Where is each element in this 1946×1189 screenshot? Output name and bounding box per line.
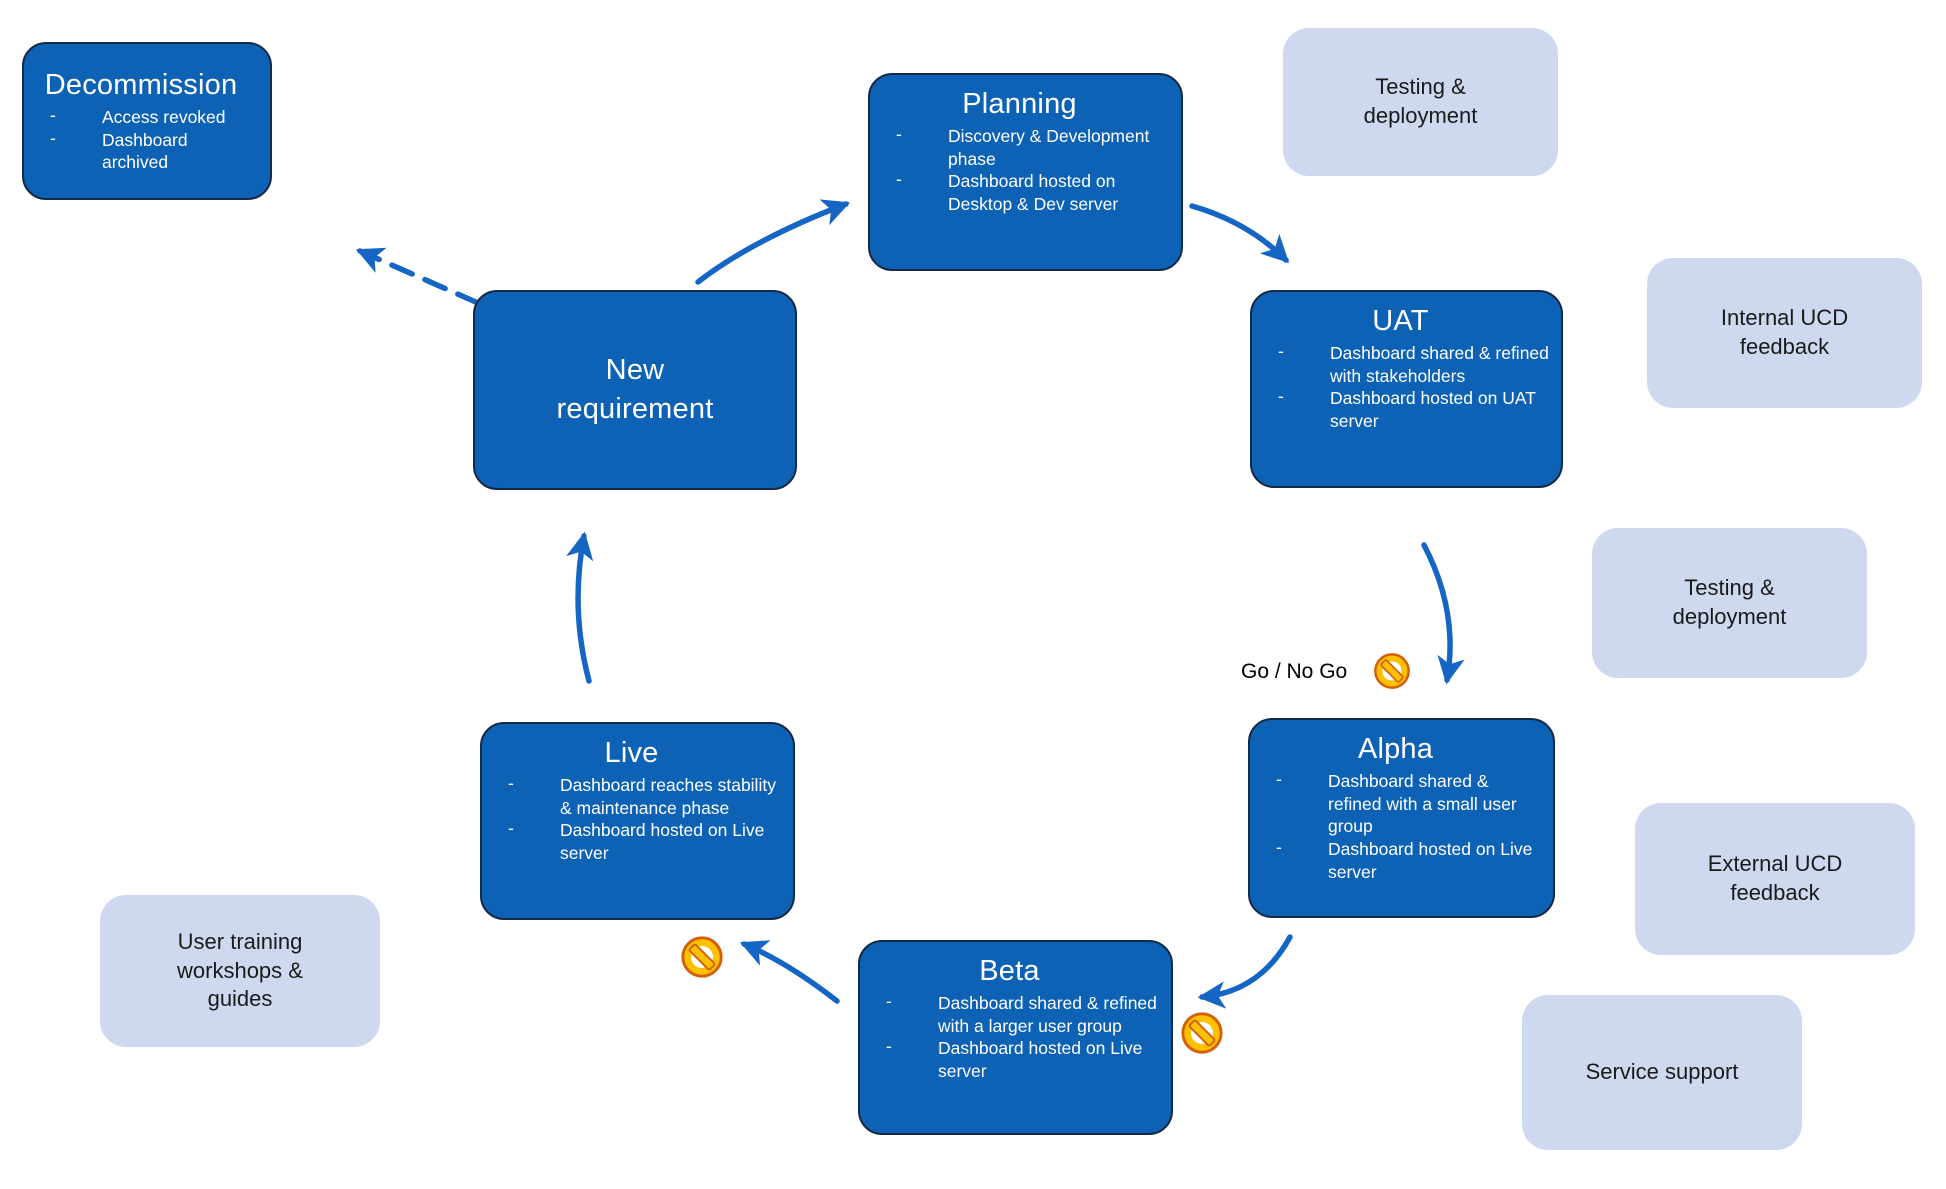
bullet-item: - Dashboard hosted on Live server xyxy=(860,1036,1159,1083)
node-title: UAT xyxy=(1372,305,1429,337)
bullet-dash: - xyxy=(1276,837,1282,858)
bullet-text: Dashboard hosted on UAT server xyxy=(1330,388,1536,432)
no-entry-icon xyxy=(679,934,725,980)
bullet-item: - Dashboard shared & refined with a smal… xyxy=(1250,768,1541,838)
bullet-text: Dashboard archived xyxy=(102,129,188,173)
bullet-text: Dashboard hosted on Live server xyxy=(560,820,765,864)
no-entry-icon xyxy=(1179,1010,1225,1056)
note-label: Testing & deployment xyxy=(1363,74,1478,128)
bullet-text: Dashboard shared & refined with stakehol… xyxy=(1330,342,1549,386)
node-bullets: - Discovery & Development phase - Dashbo… xyxy=(870,123,1169,216)
bullet-item: - Dashboard hosted on Live server xyxy=(482,818,781,865)
bullet-text: Dashboard shared & refined with a small … xyxy=(1328,770,1517,837)
bullet-dash: - xyxy=(886,990,892,1011)
note-label: Testing & deployment xyxy=(1672,575,1787,629)
bullet-item: - Discovery & Development phase xyxy=(870,123,1169,171)
node-title: Beta xyxy=(979,955,1040,987)
bullet-dash: - xyxy=(1278,340,1284,361)
node-title: New requirement xyxy=(556,353,714,425)
bullet-item: - Dashboard hosted on Live server xyxy=(1250,837,1541,884)
node-beta: Beta - Dashboard shared & refined with a… xyxy=(858,940,1173,1135)
node-title: Live xyxy=(604,737,659,769)
bullet-text: Dashboard hosted on Desktop & Dev server xyxy=(948,171,1119,215)
no-entry-icon xyxy=(1372,651,1412,691)
bullet-text: Dashboard shared & refined with a larger… xyxy=(938,992,1157,1036)
note-testing-deployment-top: Testing & deployment xyxy=(1283,28,1558,176)
bullet-text: Access revoked xyxy=(102,106,226,127)
arrow-live-to-new-requirement xyxy=(566,531,594,684)
node-planning: Planning - Discovery & Development phase… xyxy=(868,73,1183,271)
node-bullets: - Dashboard shared & refined with a smal… xyxy=(1250,768,1541,884)
bullet-dash: - xyxy=(886,1036,892,1057)
arrow-new-requirement-to-planning xyxy=(695,199,851,285)
node-title: Alpha xyxy=(1357,733,1434,765)
node-bullets: - Access revoked - Dashboard archived xyxy=(24,104,258,175)
bullet-dash: - xyxy=(508,772,514,793)
note-external-ucd-feedback: External UCD feedback xyxy=(1635,803,1915,955)
bullet-dash: - xyxy=(50,104,56,125)
go-no-go-label: Go / No Go xyxy=(1241,660,1348,683)
bullet-item: - Dashboard archived xyxy=(24,127,258,175)
node-title: Planning xyxy=(962,88,1077,120)
arrow-alpha-to-beta xyxy=(1197,934,1293,1009)
node-bullets: - Dashboard reaches stability & maintena… xyxy=(482,772,781,865)
node-alpha: Alpha - Dashboard shared & refined with … xyxy=(1248,718,1555,918)
bullet-text: Dashboard hosted on Live server xyxy=(1328,839,1533,882)
node-new-requirement: New requirement xyxy=(473,290,797,490)
arrow-new-requirement-to-decommission xyxy=(355,247,481,306)
note-internal-ucd-feedback: Internal UCD feedback xyxy=(1647,258,1922,408)
node-bullets: - Dashboard shared & refined with stakeh… xyxy=(1252,340,1549,433)
node-uat: UAT - Dashboard shared & refined with st… xyxy=(1250,290,1563,488)
note-label: External UCD feedback xyxy=(1707,851,1843,905)
bullet-dash: - xyxy=(50,127,56,148)
note-user-training: User training workshops & guides xyxy=(100,895,380,1047)
note-label: User training workshops & guides xyxy=(177,929,303,1012)
bullet-text: Dashboard hosted on Live server xyxy=(938,1038,1143,1082)
note-label: Internal UCD feedback xyxy=(1720,305,1849,359)
note-service-support: Service support xyxy=(1522,995,1802,1150)
node-decommission: Decommission - Access revoked - Dashboar… xyxy=(22,42,272,200)
bullet-dash: - xyxy=(1276,768,1282,789)
bullet-text: Dashboard reaches stability & maintenanc… xyxy=(560,774,776,818)
bullet-item: - Dashboard shared & refined with stakeh… xyxy=(1252,340,1549,388)
bullet-dash: - xyxy=(896,123,902,144)
arrow-beta-to-live xyxy=(739,940,840,1004)
node-live: Live - Dashboard reaches stability & mai… xyxy=(480,722,795,920)
bullet-dash: - xyxy=(896,169,902,190)
note-testing-deployment-mid: Testing & deployment xyxy=(1592,528,1867,678)
bullet-text: Discovery & Development phase xyxy=(948,125,1150,169)
bullet-item: - Dashboard hosted on UAT server xyxy=(1252,386,1549,433)
note-label: Service support xyxy=(1585,1059,1739,1085)
bullet-item: - Access revoked xyxy=(24,104,258,129)
bullet-item: - Dashboard hosted on Desktop & Dev serv… xyxy=(870,169,1169,216)
node-bullets: - Dashboard shared & refined with a larg… xyxy=(860,990,1159,1083)
bullet-dash: - xyxy=(1278,386,1284,407)
node-title: Decommission xyxy=(44,69,238,101)
arrow-uat-to-alpha xyxy=(1421,542,1465,685)
bullet-item: - Dashboard reaches stability & maintena… xyxy=(482,772,781,820)
bullet-item: - Dashboard shared & refined with a larg… xyxy=(860,990,1159,1038)
bullet-dash: - xyxy=(508,818,514,839)
arrow-planning-to-uat xyxy=(1189,203,1290,264)
